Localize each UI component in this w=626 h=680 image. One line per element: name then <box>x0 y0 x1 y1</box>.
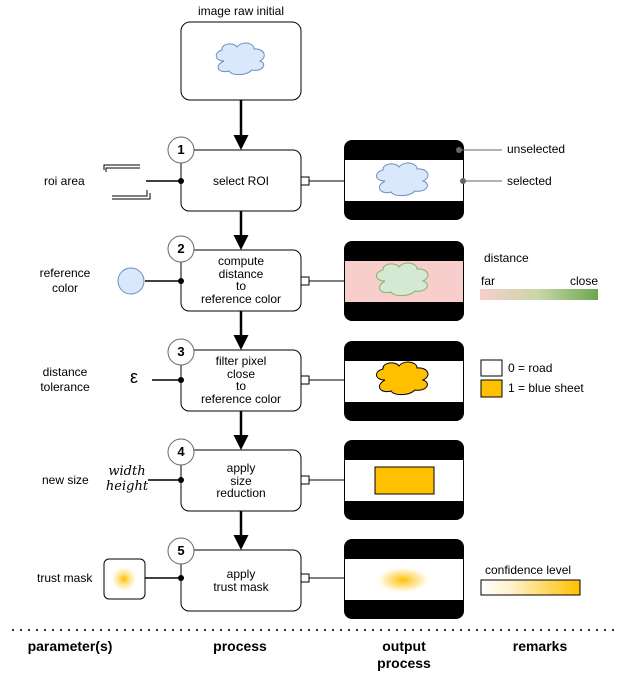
roi-bracket-icon <box>103 164 151 200</box>
step-circle-2 <box>167 235 195 263</box>
param-label-4: new size <box>42 473 89 487</box>
param-label-1: roi area <box>44 174 85 188</box>
param-dot-4 <box>178 477 184 483</box>
raw-image-label: image raw initial <box>197 4 285 18</box>
confidence-gradient-bar <box>480 579 581 596</box>
blue-sheet-legend-swatch <box>480 379 503 398</box>
step-number-5: 5 <box>177 543 185 558</box>
param-label-2: reference color <box>39 266 91 295</box>
process-text-2: compute distance to reference color <box>200 254 282 306</box>
step-number-4: 4 <box>177 444 185 459</box>
road-legend-label: 0 = road <box>508 361 553 375</box>
unselected-label: unselected <box>507 142 566 156</box>
step-circle-3 <box>167 338 195 366</box>
step-circle-4 <box>167 438 195 466</box>
reduced-rectangle <box>374 466 435 495</box>
far-label: far <box>481 274 496 288</box>
confidence-label: confidence level <box>485 563 572 577</box>
step-number-3: 3 <box>177 344 185 359</box>
param-dot-1 <box>178 178 184 184</box>
process-text-5: apply trust mask <box>213 567 269 594</box>
param-dot-2 <box>178 278 184 284</box>
close-label: close <box>570 274 599 288</box>
footer-process: process <box>213 638 267 654</box>
step-circle-5 <box>167 537 195 565</box>
distance-cloud-icon <box>376 262 429 297</box>
road-legend-swatch <box>480 359 503 377</box>
raw-cloud-icon <box>215 42 265 76</box>
output-image-4 <box>344 440 464 520</box>
output-image-3 <box>344 341 464 421</box>
footer-output-process: output process <box>377 638 431 671</box>
param-dot-5 <box>178 575 184 581</box>
output-image-2 <box>344 241 464 321</box>
blue-sheet-legend-label: 1 = blue sheet <box>508 381 584 395</box>
param-label-5: trust mask <box>37 571 93 585</box>
step-number-1: 1 <box>177 142 185 157</box>
step-circle-1 <box>167 136 195 164</box>
filtered-cloud-icon <box>376 361 429 396</box>
param-label-3: distance tolerance <box>40 365 90 394</box>
process-text-3: filter pixel close to reference color <box>200 354 282 406</box>
output-image-1 <box>344 140 464 220</box>
footer-remarks: remarks <box>512 638 568 654</box>
step-number-2: 2 <box>177 241 185 256</box>
size-symbols: width height <box>105 464 149 494</box>
selected-label: selected <box>507 174 552 188</box>
param-dot-3 <box>178 377 184 383</box>
footer-parameters: parameter(s) <box>27 638 113 654</box>
reference-color-swatch <box>117 267 145 295</box>
trust-blob <box>374 566 432 594</box>
process-text-4: apply size reduction <box>216 461 266 500</box>
distance-label: distance <box>484 251 529 265</box>
output-image-5 <box>344 539 464 619</box>
epsilon-symbol: ε <box>130 367 139 387</box>
distance-gradient-bar <box>480 289 598 300</box>
trust-mask-param-blob <box>112 567 136 591</box>
output-cloud-icon <box>376 162 429 197</box>
process-text-1: select ROI <box>212 174 269 188</box>
